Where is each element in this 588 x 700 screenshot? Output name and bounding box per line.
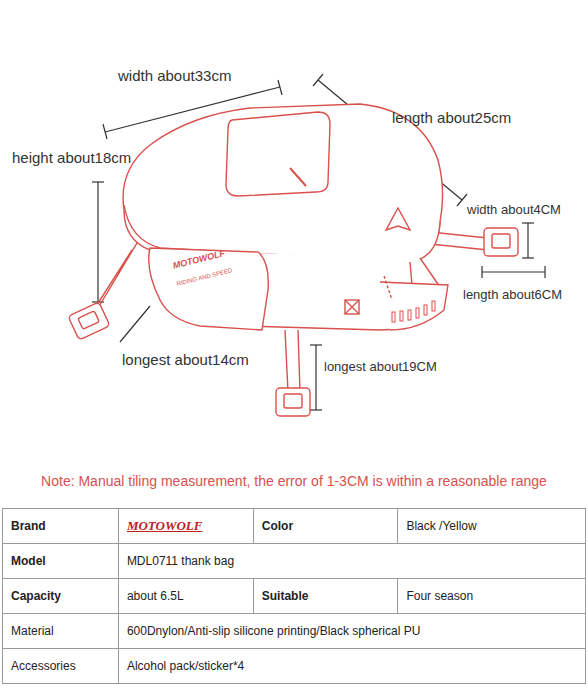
table-cell: 600Dnylon/Anti-slip silicone printing/Bl…: [118, 614, 585, 649]
cell-text: Alcohol pack/sticker*4: [127, 659, 244, 673]
table-cell: MDL0711 thank bag: [118, 544, 585, 579]
table-cell: Four season: [398, 579, 586, 614]
table-cell: Black /Yellow: [398, 509, 586, 544]
table-cell: MOTOWOLF: [118, 509, 253, 544]
dimension-label: width about33cm: [118, 68, 231, 85]
dimension-label: width about4CM: [467, 203, 561, 217]
table-cell: Brand: [3, 509, 119, 544]
table-cell: Model: [3, 544, 119, 579]
cell-text: Color: [262, 519, 293, 533]
cell-text: MOTOWOLF: [127, 518, 203, 533]
tank-bag-illustration: [0, 0, 588, 500]
table-cell: Accessories: [3, 649, 119, 684]
cell-text: Material: [11, 624, 54, 638]
cell-text: about 6.5L: [127, 589, 184, 603]
dimension-label: length about6CM: [463, 288, 562, 302]
cell-text: Model: [11, 554, 46, 568]
dimension-label: height about18cm: [12, 150, 131, 167]
table-cell: Color: [253, 509, 398, 544]
table-cell: Suitable: [253, 579, 398, 614]
table-cell: Alcohol pack/sticker*4: [118, 649, 585, 684]
cell-text: MDL0711 thank bag: [127, 554, 234, 568]
bag-outline: [68, 104, 518, 416]
table-cell: Material: [3, 614, 119, 649]
cell-text: Black /Yellow: [406, 519, 476, 533]
note-text: Note: Manual tiling measurement, the err…: [41, 474, 547, 489]
cell-text: Suitable: [262, 589, 309, 603]
dimension-lines: [92, 74, 545, 410]
table-cell: Capacity: [3, 579, 119, 614]
dimension-label: length about25cm: [392, 110, 511, 127]
spec-table: Brand MOTOWOLF Color Black /YellowModel MDL0…: [2, 508, 586, 684]
table-cell: about 6.5L: [118, 579, 253, 614]
dimension-label: longest about14cm: [122, 352, 249, 369]
cell-text: Accessories: [11, 659, 76, 673]
cell-text: Capacity: [11, 589, 61, 603]
cell-text: Four season: [406, 589, 473, 603]
cell-text: Brand: [11, 519, 46, 533]
dimension-label: longest about19CM: [324, 360, 437, 374]
cell-text: 600Dnylon/Anti-slip silicone printing/Bl…: [127, 624, 420, 638]
